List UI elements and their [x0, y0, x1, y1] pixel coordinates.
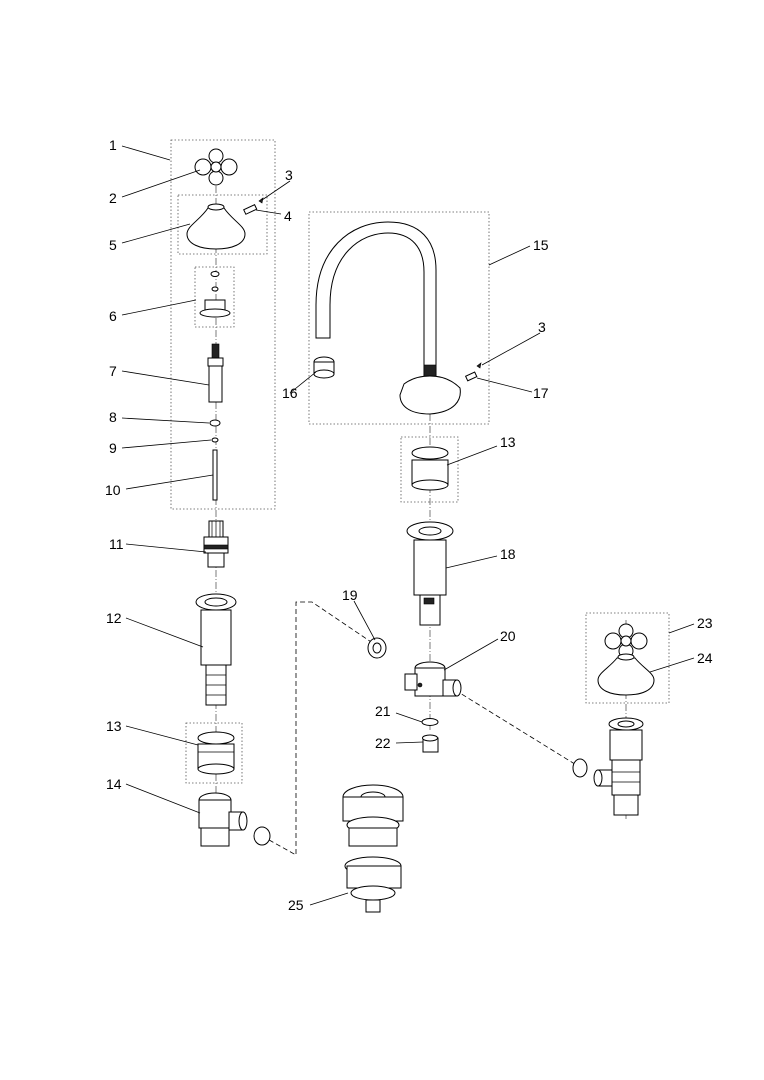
group-box-15 — [308, 211, 490, 425]
leader-8 — [121, 417, 210, 424]
callout-13-left: 13 — [106, 718, 122, 734]
callout-3-left: 3 — [285, 167, 293, 183]
group-box-6 — [194, 266, 235, 328]
leader-25 — [309, 892, 349, 906]
leader-2 — [121, 169, 201, 198]
group-box-1 — [170, 139, 276, 510]
leader-14 — [125, 783, 201, 814]
callout-14: 14 — [106, 776, 122, 792]
leader-3-right — [481, 332, 541, 366]
valve-cartridge — [203, 520, 229, 568]
callout-16: 16 — [282, 385, 298, 401]
callout-10: 10 — [105, 482, 121, 498]
leader-6 — [121, 299, 197, 316]
leader-7 — [121, 370, 210, 386]
group-box-13-left — [185, 722, 243, 784]
leader-17 — [476, 377, 533, 393]
o-ring — [211, 437, 219, 443]
pop-up-drain — [342, 784, 404, 913]
spindle — [207, 343, 224, 403]
callout-18: 18 — [500, 546, 516, 562]
leader-23 — [668, 623, 695, 634]
pointer-3-left — [258, 197, 264, 204]
callout-12: 12 — [106, 610, 122, 626]
hose-path-left — [261, 601, 384, 856]
callout-13-right: 13 — [500, 434, 516, 450]
leader-15 — [488, 245, 531, 266]
retainer-assembly — [199, 271, 231, 318]
leader-3-left — [261, 180, 291, 201]
valve-body-left — [198, 792, 271, 847]
callout-22: 22 — [375, 735, 391, 751]
callout-11: 11 — [109, 536, 124, 552]
leader-5 — [121, 223, 191, 244]
hose-connector-19 — [367, 637, 387, 659]
callout-21: 21 — [375, 703, 391, 719]
nipple-22 — [422, 734, 439, 753]
mounting-nut-right — [411, 446, 449, 491]
callout-19: 19 — [342, 587, 358, 603]
tee-fitting — [404, 661, 462, 697]
aerator — [313, 356, 335, 379]
leader-18 — [445, 555, 498, 569]
leader-20 — [443, 638, 499, 671]
leader-12 — [125, 617, 204, 648]
callout-1: 1 — [109, 137, 117, 153]
group-box-23 — [585, 612, 670, 704]
group-box-5 — [177, 194, 268, 255]
cross-handle-cap-left — [194, 148, 238, 186]
handle-body-right — [597, 653, 655, 696]
leader-21 — [395, 712, 423, 723]
callout-7: 7 — [109, 363, 117, 379]
callout-24: 24 — [697, 650, 713, 666]
callout-17: 17 — [533, 385, 549, 401]
leader-9 — [121, 439, 212, 449]
cross-handle-cap-right — [604, 623, 648, 659]
o-ring-21 — [421, 718, 439, 726]
callout-25: 25 — [288, 897, 304, 913]
set-screw-spout — [464, 371, 478, 382]
callout-20: 20 — [500, 628, 516, 644]
leader-13-left — [125, 725, 199, 746]
spout-shank — [406, 521, 454, 626]
valve-sleeve-left — [195, 593, 237, 706]
leader-10 — [125, 474, 214, 490]
leader-4 — [255, 209, 282, 215]
mounting-nut-left — [197, 731, 235, 775]
leader-16 — [289, 371, 317, 394]
callout-2: 2 — [109, 190, 117, 206]
handle-body-left — [186, 203, 246, 250]
callout-9: 9 — [109, 440, 117, 456]
callout-15: 15 — [533, 237, 549, 253]
set-screw-left — [243, 203, 258, 215]
callout-5: 5 — [109, 237, 117, 253]
washer — [209, 419, 221, 427]
callout-4: 4 — [284, 208, 292, 224]
callout-3-right: 3 — [538, 319, 546, 335]
leader-24 — [649, 657, 695, 673]
callout-6: 6 — [109, 308, 117, 324]
hose-path-right — [454, 689, 579, 767]
group-box-13-right — [400, 436, 459, 503]
extension-rod — [212, 449, 218, 501]
spout — [315, 221, 461, 415]
leader-11 — [125, 543, 207, 553]
valve-body-right — [572, 717, 644, 816]
leader-22 — [395, 741, 424, 744]
callout-23: 23 — [697, 615, 713, 631]
callout-8: 8 — [109, 409, 117, 425]
leader-19 — [353, 600, 376, 641]
pointer-3-right — [476, 362, 482, 369]
leader-1 — [121, 145, 171, 161]
leader-13-right — [446, 445, 498, 466]
